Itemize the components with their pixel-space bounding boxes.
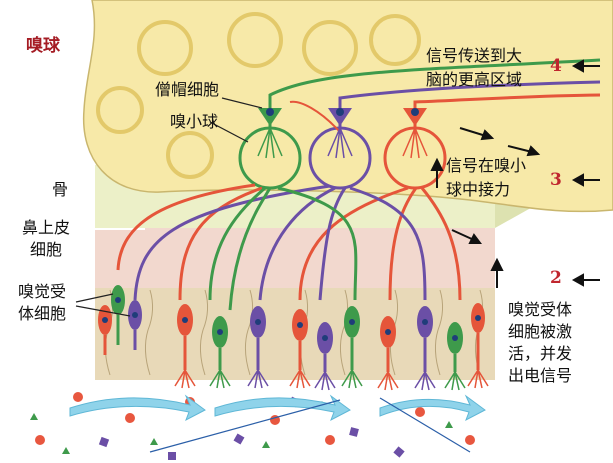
step3-line2: 球中接力 [446, 180, 511, 199]
step3-line1: 信号在嗅小 [446, 156, 527, 175]
label-receptor-line2: 体细胞 [18, 304, 67, 323]
step4-line2: 脑的更高区域 [426, 70, 523, 89]
label-receptor-line1: 嗅觉受 [18, 282, 67, 301]
signal-arrows [430, 59, 600, 288]
epithelium-layer [95, 222, 495, 288]
airflow-arrows [69, 394, 486, 422]
olfactory-bulb [82, 0, 613, 213]
label-epithelial-line1: 鼻上皮 [22, 218, 71, 237]
step4-line1: 信号传送到大 [426, 46, 523, 65]
airflow-line [149, 399, 341, 453]
step2-line4: 出电信号 [508, 366, 573, 385]
step2-line2: 细胞被激 [508, 322, 573, 341]
glomerulus-green [238, 126, 302, 190]
step2-line3: 活，并发 [508, 344, 573, 363]
mitral-cell-purple [328, 80, 601, 128]
pointer-lines [75, 97, 263, 317]
step4-number: 4 [550, 56, 562, 76]
mitral-cell-green [258, 58, 601, 128]
glomerulus-purple [308, 126, 372, 190]
glomerulus-tufts [257, 127, 428, 159]
step2-line1: 嗅觉受体 [508, 300, 573, 319]
bulb-glomeruli [96, 12, 421, 179]
receptor-axons [116, 183, 462, 311]
mitral-cell-red [403, 93, 601, 128]
label-bone: 骨 [52, 180, 69, 199]
step2-number: 2 [550, 268, 562, 288]
diagram-title: 嗅球 [26, 36, 60, 56]
label-epithelial-line2: 细胞 [30, 240, 63, 259]
label-mitral-cell: 僧帽细胞 [155, 80, 220, 99]
step3-number: 3 [550, 170, 562, 190]
label-glomerulus: 嗅小球 [170, 112, 219, 131]
receptor-neurons [98, 285, 485, 372]
receptor-cilia [174, 369, 489, 391]
